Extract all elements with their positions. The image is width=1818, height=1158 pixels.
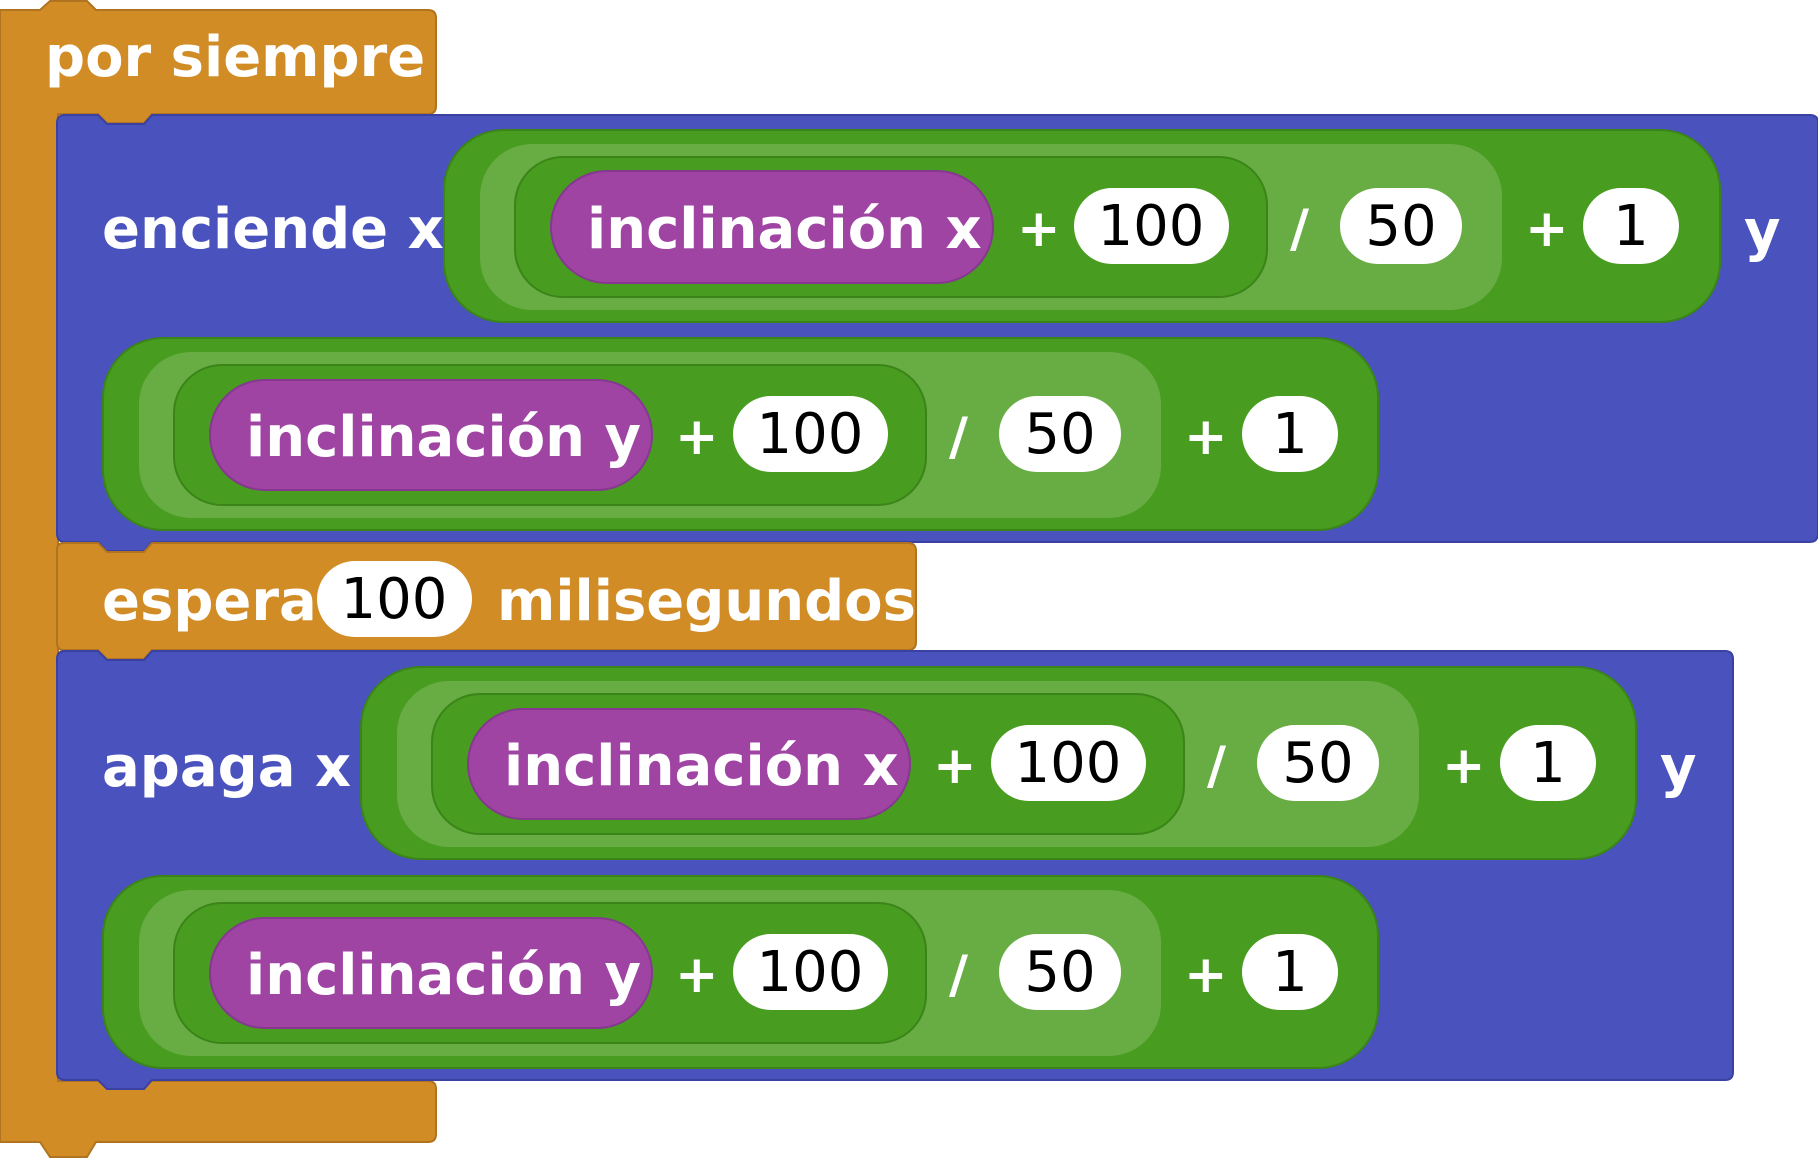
plot-x-number-2: 50 bbox=[1365, 194, 1436, 259]
unplot-x-variable-label: inclinación x bbox=[504, 734, 899, 799]
unplot-x-number-1: 100 bbox=[1015, 731, 1122, 796]
unplot-block-and-label: y bbox=[1660, 735, 1697, 800]
forever-block-label: por siempre bbox=[45, 25, 425, 90]
plot-block[interactable]: enciende x y inclinación x + 100 / 50 + … bbox=[56, 114, 1818, 552]
plot-x-number-3: 1 bbox=[1613, 194, 1649, 259]
plot-y-plus-operator-2[interactable]: + bbox=[1184, 407, 1228, 467]
unplot-y-plus-operator-1[interactable]: + bbox=[675, 945, 719, 1005]
plot-x-plus-operator-1[interactable]: + bbox=[1017, 199, 1061, 259]
plot-y-acceleration-reporter[interactable] bbox=[209, 379, 653, 491]
unplot-y-number-field-3[interactable] bbox=[1242, 934, 1338, 1010]
unplot-y-plus-operator-2[interactable]: + bbox=[1184, 945, 1228, 1005]
plot-y-plus-operator-1[interactable]: + bbox=[675, 407, 719, 467]
unplot-y-variable-label: inclinación y bbox=[246, 943, 641, 1008]
unplot-y-divide-operator[interactable]: / bbox=[949, 945, 968, 1005]
unplot-x-number-2: 50 bbox=[1282, 731, 1353, 796]
plot-x-expression[interactable]: inclinación x + 100 / 50 + 1 bbox=[443, 129, 1721, 323]
plot-x-number-1: 100 bbox=[1098, 194, 1205, 259]
plot-x-number-field-3[interactable] bbox=[1583, 188, 1679, 264]
unplot-y-number-3: 1 bbox=[1272, 940, 1308, 1005]
plot-y-expression[interactable]: inclinación y + 100 / 50 + 1 bbox=[102, 337, 1379, 531]
plot-x-number-field-1[interactable] bbox=[1074, 188, 1229, 264]
plot-block-and-label: y bbox=[1744, 199, 1781, 264]
unplot-x-expression[interactable]: inclinación x + 100 / 50 + 1 bbox=[360, 666, 1637, 860]
pause-block[interactable]: espera 100 milisegundos bbox=[56, 542, 917, 660]
unplot-x-plus-operator-2[interactable]: + bbox=[1442, 736, 1486, 796]
plot-x-plus-operator-2[interactable]: + bbox=[1525, 199, 1569, 259]
unplot-y-expression[interactable]: inclinación y + 100 / 50 + 1 bbox=[102, 875, 1379, 1069]
plot-x-divide-operator[interactable]: / bbox=[1290, 199, 1309, 259]
pause-duration-value: 100 bbox=[341, 567, 448, 632]
plot-y-number-3: 1 bbox=[1272, 402, 1308, 467]
plot-x-variable-label: inclinación x bbox=[587, 197, 982, 262]
unplot-y-number-field-1[interactable] bbox=[733, 934, 888, 1010]
plot-y-number-field-2[interactable] bbox=[999, 396, 1121, 472]
pause-block-shape[interactable] bbox=[56, 542, 917, 660]
plot-y-variable-label: inclinación y bbox=[246, 405, 641, 470]
unplot-x-number-field-2[interactable] bbox=[1257, 725, 1379, 801]
unplot-x-plus-operator-1[interactable]: + bbox=[933, 736, 977, 796]
plot-y-divide-operator[interactable]: / bbox=[949, 407, 968, 467]
unplot-x-number-field-3[interactable] bbox=[1500, 725, 1596, 801]
unplot-y-number-field-2[interactable] bbox=[999, 934, 1121, 1010]
plot-y-number-1: 100 bbox=[757, 402, 864, 467]
unplot-block[interactable]: apaga x y inclinación x + 100 / 50 + 1 i… bbox=[56, 650, 1734, 1090]
plot-x-acceleration-reporter[interactable] bbox=[550, 170, 994, 284]
unplot-x-number-3: 1 bbox=[1530, 731, 1566, 796]
pause-block-label: espera bbox=[102, 569, 317, 634]
plot-y-number-field-1[interactable] bbox=[733, 396, 888, 472]
unplot-x-acceleration-reporter[interactable] bbox=[467, 708, 911, 820]
plot-y-number-field-3[interactable] bbox=[1242, 396, 1338, 472]
unplot-x-divide-operator[interactable]: / bbox=[1207, 736, 1226, 796]
unplot-y-acceleration-reporter[interactable] bbox=[209, 917, 653, 1029]
plot-y-number-2: 50 bbox=[1024, 402, 1095, 467]
unplot-y-number-2: 50 bbox=[1024, 940, 1095, 1005]
unplot-y-number-1: 100 bbox=[757, 940, 864, 1005]
unplot-x-number-field-1[interactable] bbox=[991, 725, 1146, 801]
plot-x-number-field-2[interactable] bbox=[1340, 188, 1462, 264]
pause-duration-field[interactable] bbox=[317, 561, 472, 637]
plot-block-label: enciende x bbox=[102, 197, 444, 262]
pause-unit-label: milisegundos bbox=[497, 569, 916, 634]
unplot-block-label: apaga x bbox=[102, 735, 351, 800]
